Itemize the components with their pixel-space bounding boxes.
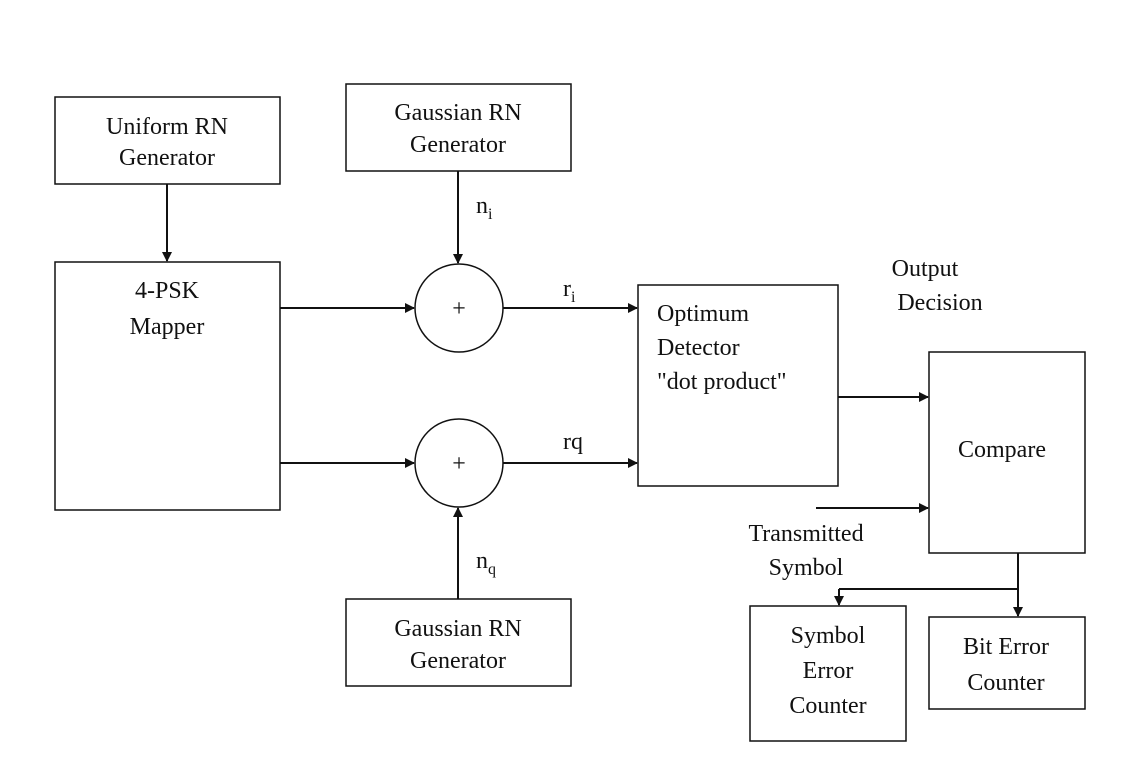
symbol-counter-label-3: Counter — [789, 693, 866, 719]
signal-ri-label: ri — [563, 276, 576, 306]
transmitted-symbol-label-1: Transmitted — [748, 521, 863, 547]
gaussian-bottom-label-2: Generator — [410, 648, 506, 674]
compare-block: Compare — [928, 351, 1086, 554]
gaussian-bottom-label-1: Gaussian RN — [394, 616, 521, 642]
gaussian-top-label-2: Generator — [410, 132, 506, 158]
uniform-rn-generator-block: Uniform RN Generator — [54, 96, 281, 185]
gaussian-rn-generator-top-block: Gaussian RN Generator — [345, 83, 572, 172]
adder-bottom: + — [414, 418, 504, 508]
connections — [162, 171, 1023, 617]
gaussian-rn-generator-bottom-block: Gaussian RN Generator — [345, 598, 572, 687]
adder-top-symbol: + — [452, 296, 466, 322]
uniform-rn-generator-label-1: Uniform RN — [106, 114, 228, 140]
output-decision-label-2: Decision — [897, 290, 982, 316]
optimum-detector-block: Optimum Detector "dot product" — [637, 284, 839, 487]
adder-top: + — [414, 263, 504, 353]
symbol-counter-label-1: Symbol — [791, 623, 866, 649]
bit-counter-label-2: Counter — [967, 670, 1044, 696]
compare-label: Compare — [958, 437, 1046, 463]
noise-q-label: nq — [476, 548, 496, 578]
signal-rq-label: rq — [563, 429, 583, 455]
bit-counter-label-1: Bit Error — [963, 634, 1049, 660]
uniform-rn-generator-label-2: Generator — [119, 145, 215, 171]
psk-mapper-label-1: 4-PSK — [135, 278, 200, 304]
symbol-counter-label-2: Error — [803, 658, 854, 684]
detector-label-3: "dot product" — [657, 369, 787, 395]
detector-label-1: Optimum — [657, 301, 749, 327]
psk-mapper-block: 4-PSK Mapper — [54, 261, 281, 511]
transmitted-symbol-label-2: Symbol — [769, 555, 844, 581]
psk-mapper-label-2: Mapper — [130, 314, 205, 340]
adder-bottom-symbol: + — [452, 451, 466, 477]
gaussian-top-label-1: Gaussian RN — [394, 100, 521, 126]
symbol-error-counter-block: Symbol Error Counter — [749, 605, 907, 742]
detector-label-2: Detector — [657, 335, 740, 361]
bit-error-counter-block: Bit Error Counter — [928, 616, 1086, 710]
output-decision-label-1: Output — [892, 256, 959, 282]
noise-i-label: ni — [476, 193, 493, 223]
